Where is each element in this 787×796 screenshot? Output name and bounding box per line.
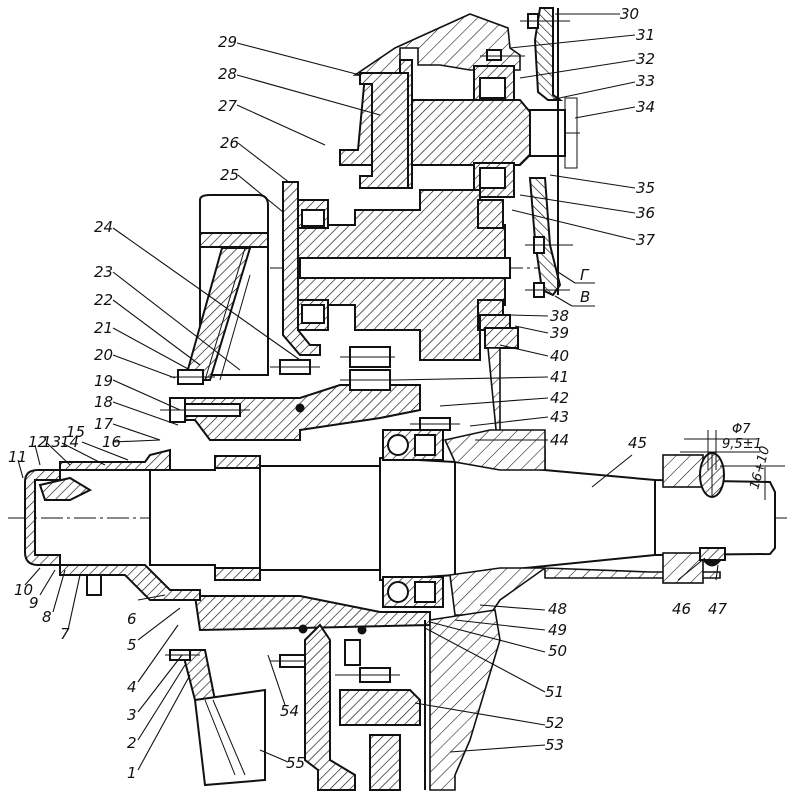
part-label: 11 — [8, 448, 27, 466]
part-label: 42 — [550, 389, 569, 407]
part-label: 51 — [545, 683, 564, 701]
lower-pulley-rim — [193, 688, 266, 787]
part-label: 22 — [94, 291, 113, 309]
part-label: 7 — [60, 625, 70, 643]
part-label: 48 — [548, 600, 567, 618]
left-housing-lower — [59, 564, 201, 601]
part-label: 54 — [280, 702, 299, 720]
part-label: 8 — [42, 608, 52, 626]
lower-seal-block — [369, 734, 401, 791]
view-label-v: В — [580, 288, 590, 306]
part-label: 2 — [127, 734, 137, 752]
part-label: 24 — [94, 218, 113, 236]
part-label: 53 — [545, 736, 564, 754]
part-label: 39 — [550, 324, 569, 342]
leader-lines — [17, 13, 719, 771]
shaft-sleeve-lower — [214, 567, 261, 581]
ball-bearing — [382, 429, 444, 608]
dimension-depth: 9,5±1 — [722, 437, 762, 452]
upper-gear-shaft — [411, 99, 536, 166]
part-label: 18 — [94, 393, 113, 411]
part-label: 35 — [636, 179, 655, 197]
part-label: 44 — [550, 431, 569, 449]
lower-gear-ring — [339, 689, 421, 726]
pulley-spoke — [183, 247, 252, 381]
pulley-rim-section — [199, 232, 269, 248]
part-label: 34 — [636, 98, 655, 116]
part-label: 19 — [94, 372, 113, 390]
part-label: 13 — [42, 433, 61, 451]
mounting-bracket — [533, 7, 564, 101]
bearing-housing-left — [359, 72, 409, 189]
part-label: 21 — [94, 319, 113, 337]
part-label: 50 — [548, 642, 567, 660]
lower-right-casting — [429, 609, 501, 791]
part-label: 9 — [29, 594, 39, 612]
drain-plug — [86, 574, 102, 596]
view-label-g: Г — [580, 266, 590, 284]
part-label: 28 — [218, 65, 237, 83]
part-label: 15 — [66, 423, 85, 441]
shaft-sleeve-upper — [214, 455, 261, 469]
part-label: 6 — [127, 610, 137, 628]
part-label: 49 — [548, 621, 567, 639]
part-label: 29 — [218, 33, 237, 51]
part-label: 47 — [708, 600, 728, 618]
part-label: 25 — [220, 166, 239, 184]
part-label: 37 — [636, 231, 656, 249]
part-label: 40 — [550, 347, 569, 365]
dimension-diameter: Φ7 — [732, 422, 751, 437]
central-hub — [169, 384, 421, 441]
left-housing-upper — [59, 448, 171, 471]
part-label: 43 — [550, 408, 569, 426]
support-block — [484, 327, 519, 349]
part-label: 55 — [286, 754, 305, 772]
part-label: 4 — [127, 678, 137, 696]
part-label: 45 — [628, 434, 647, 452]
bracket-bolts — [480, 13, 573, 298]
part-label: 16 — [102, 433, 121, 451]
part-label: 26 — [220, 134, 239, 152]
part-label: 36 — [636, 204, 655, 222]
part-label: 10 — [14, 581, 33, 599]
dimension-annotations — [680, 430, 785, 500]
part-label: 46 — [672, 600, 691, 618]
drawing-geometry — [8, 7, 787, 791]
part-label: 1 — [127, 764, 137, 782]
intermediate-shaft — [299, 257, 511, 279]
part-label: 17 — [94, 415, 114, 433]
inner-bushing — [38, 476, 93, 501]
part-label: 41 — [550, 368, 569, 386]
part-label: 14 — [60, 433, 79, 451]
part-label: 30 — [620, 5, 639, 23]
lower-casing — [304, 623, 356, 791]
hub-bolts — [160, 346, 460, 668]
right-end-boss — [662, 454, 704, 488]
part-label: 38 — [550, 307, 569, 325]
part-labels: 29 28 27 26 25 24 23 22 21 20 19 18 17 1… — [8, 5, 773, 782]
part-label: 33 — [636, 72, 655, 90]
part-label: 31 — [636, 26, 655, 44]
part-label: 23 — [94, 263, 113, 281]
part-label: 52 — [545, 714, 564, 732]
lower-hub — [193, 595, 431, 632]
part-label: 3 — [127, 706, 137, 724]
part-label: 32 — [636, 50, 655, 68]
end-cap — [24, 469, 61, 566]
part-label: 27 — [218, 97, 238, 115]
part-label: 12 — [28, 433, 47, 451]
upper-nut — [529, 109, 566, 157]
part-label: 20 — [94, 346, 113, 364]
part-label: 5 — [127, 636, 137, 654]
